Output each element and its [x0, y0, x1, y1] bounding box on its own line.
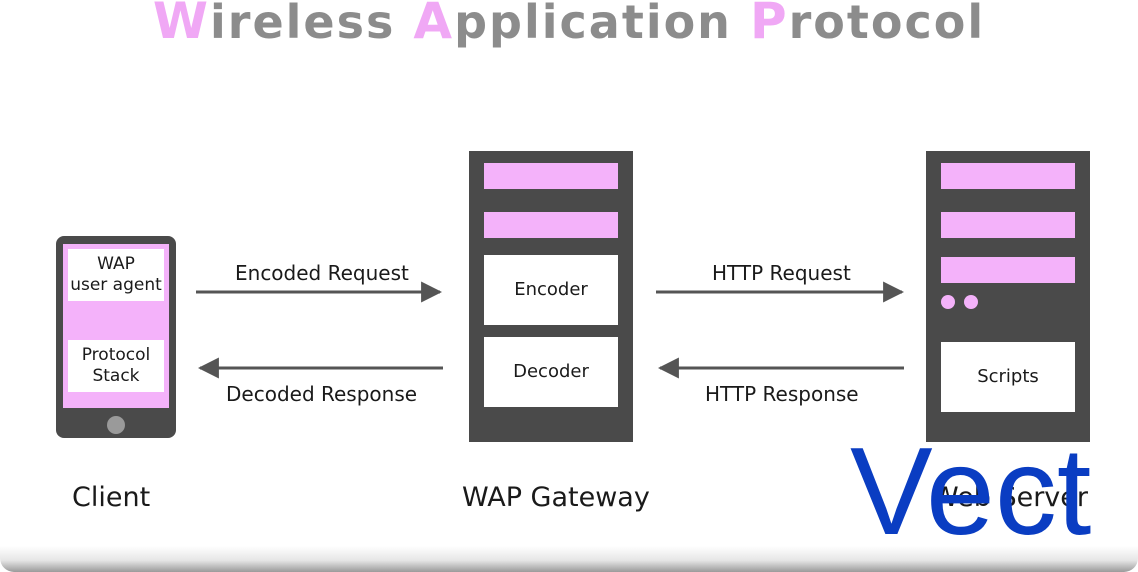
server-indicator-dot-2: [964, 295, 978, 309]
home-button-icon: [107, 416, 125, 434]
title-initial-p: P: [749, 0, 789, 50]
gateway-pink-bar-2: [484, 212, 618, 238]
server-pink-bar-1: [941, 163, 1075, 189]
scripts-box: Scripts: [941, 342, 1075, 412]
decoded-response-label: Decoded Response: [226, 382, 418, 406]
web-server: Scripts: [926, 151, 1090, 442]
title-word-ireless: ireless: [210, 0, 414, 49]
protocol-stack-line2: Stack: [92, 366, 140, 386]
title-word-pplication: pplication: [454, 0, 750, 49]
protocol-stack-box: Protocol Stack: [68, 340, 164, 392]
gateway-pink-bar-1: [484, 163, 618, 189]
wap-user-agent-line2: user agent: [70, 275, 162, 295]
vect-watermark: Vect: [850, 423, 1092, 561]
server-indicator-dot-1: [941, 295, 955, 309]
client-phone: WAP user agent Protocol Stack: [56, 236, 176, 438]
wap-gateway-label: WAP Gateway: [462, 482, 650, 513]
title-initial-a: A: [413, 0, 455, 50]
title-word-rotocol: rotocol: [788, 0, 986, 49]
bottom-shadow: [0, 546, 1138, 572]
decoder-box: Decoder: [484, 337, 618, 407]
wap-user-agent-box: WAP user agent: [68, 249, 164, 301]
encoder-box: Encoder: [484, 255, 618, 325]
http-request-label: HTTP Request: [712, 261, 851, 285]
http-response-label: HTTP Response: [705, 382, 859, 406]
client-label: Client: [72, 482, 151, 513]
protocol-stack-line1: Protocol: [81, 344, 151, 365]
web-server-label: Web Server: [932, 482, 1088, 513]
wap-user-agent-line1: WAP: [97, 253, 135, 274]
server-pink-bar-3: [941, 257, 1075, 283]
title-initial-w: W: [152, 0, 211, 50]
encoded-request-label: Encoded Request: [235, 261, 409, 285]
wap-gateway-server: Encoder Decoder: [469, 151, 633, 442]
server-pink-bar-2: [941, 212, 1075, 238]
diagram-title: Wireless Application Protocol: [0, 0, 1138, 50]
